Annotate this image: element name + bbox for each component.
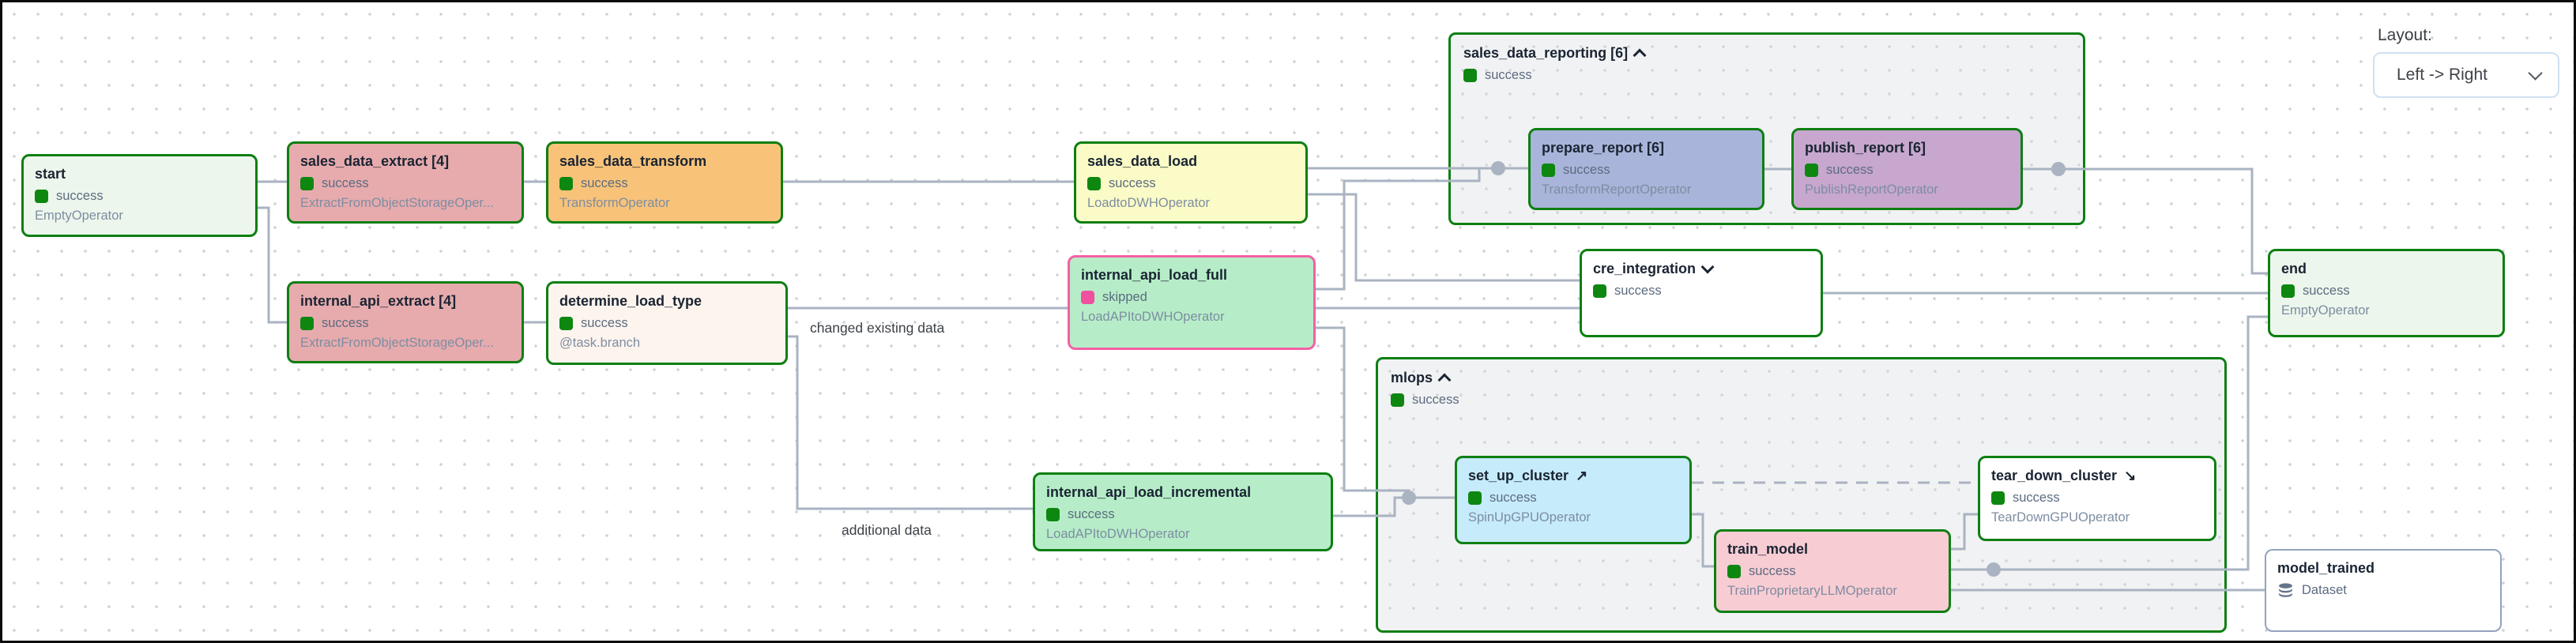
task-node-publish-report[interactable]: publish_report [6] success PublishReport… (1791, 128, 2023, 210)
status-label: success (1489, 490, 1537, 505)
task-title: publish_report [6] (1805, 140, 1926, 156)
operator-label: PublishReportOperator (1805, 182, 1938, 197)
edge-label-changed-existing-data: changed existing data (810, 320, 945, 336)
operator-label: TransformReportOperator (1542, 182, 1692, 197)
status-label: success (581, 315, 628, 330)
status-square-success (559, 176, 573, 190)
status-label: success (2013, 490, 2060, 505)
task-title: sales_data_load (1087, 153, 1198, 169)
status-square-success (1463, 68, 1477, 82)
task-title: prepare_report [6] (1542, 140, 1665, 156)
task-node-train-model[interactable]: train_model success TrainProprietaryLLMO… (1714, 529, 1951, 613)
operator-label: LoadtoDWHOperator (1087, 196, 1210, 211)
operator-label: TearDownGPUOperator (1991, 510, 2130, 525)
group-title: sales_data_reporting [6] (1463, 45, 1629, 61)
status-label: success (1485, 67, 1532, 82)
chevron-down-icon[interactable] (1700, 260, 1715, 274)
operator-label: @task.branch (559, 336, 641, 351)
layout-label: Layout: (2378, 26, 2432, 44)
layout-control: Layout: Left -> Right (2373, 26, 2559, 98)
task-node-internal-api-extract[interactable]: internal_api_extract [4] success Extract… (287, 281, 524, 363)
status-square-success (1805, 163, 1818, 177)
status-square-success (300, 176, 314, 190)
task-title: end (2281, 261, 2307, 276)
task-node-internal-api-load-full[interactable]: internal_api_load_full skipped LoadAPIto… (1068, 255, 1316, 350)
task-node-internal-api-load-incremental[interactable]: internal_api_load_incremental success Lo… (1033, 472, 1333, 551)
teardown-task-arrow-icon: ↘ (2124, 468, 2137, 483)
status-square-success (1468, 491, 1482, 505)
operator-label: EmptyOperator (35, 209, 123, 224)
status-label: success (1826, 162, 1874, 177)
edge-label-additional-data: additional data (842, 522, 932, 538)
chevron-down-icon (2528, 65, 2543, 81)
dataset-node-model-trained[interactable]: model_trained Dataset (2265, 549, 2502, 632)
status-square-skipped (1081, 290, 1094, 304)
dataset-title: model_trained (2277, 560, 2375, 576)
dataset-type-label: Dataset (2302, 582, 2347, 597)
status-label: success (322, 175, 369, 190)
task-node-prepare-report[interactable]: prepare_report [6] success TransformRepo… (1528, 128, 1764, 210)
task-title: internal_api_load_full (1081, 267, 1228, 283)
operator-label: LoadAPItoDWHOperator (1081, 310, 1225, 325)
status-label: success (1412, 392, 1459, 407)
task-title: start (35, 166, 66, 182)
task-title: tear_down_cluster (1991, 468, 2118, 483)
status-square-success (35, 189, 48, 203)
task-node-end[interactable]: end success EmptyOperator (2268, 249, 2505, 337)
setup-task-arrow-icon: ↗ (1576, 468, 1588, 483)
operator-label: ExtractFromObjectStorageOper... (300, 196, 494, 211)
group-title: mlops (1391, 370, 1433, 385)
task-title: sales_data_extract [4] (300, 153, 450, 169)
status-label: success (2303, 283, 2350, 298)
status-label: success (56, 188, 104, 203)
task-title: determine_load_type (559, 293, 702, 309)
status-label: success (1563, 162, 1610, 177)
status-square-success (1727, 564, 1741, 578)
operator-label: ExtractFromObjectStorageOper... (300, 336, 494, 351)
task-node-sales-data-extract[interactable]: sales_data_extract [4] success ExtractFr… (287, 141, 524, 224)
status-square-success (1991, 491, 2005, 505)
status-label: success (1749, 563, 1796, 578)
status-square-success (1542, 163, 1555, 177)
status-label: success (1109, 175, 1156, 190)
operator-label: TrainProprietaryLLMOperator (1727, 584, 1897, 599)
status-label: success (1614, 283, 1662, 298)
operator-label: EmptyOperator (2281, 303, 2370, 318)
layout-direction-dropdown[interactable]: Left -> Right (2373, 52, 2559, 98)
task-node-determine-load-type[interactable]: determine_load_type success @task.branch (546, 281, 788, 365)
operator-label: TransformOperator (559, 196, 670, 211)
task-title: set_up_cluster (1468, 468, 1569, 483)
task-title: train_model (1727, 541, 1809, 557)
task-title: cre_integration (1593, 261, 1697, 276)
status-square-success (2281, 284, 2295, 298)
status-square-success (1087, 176, 1101, 190)
task-node-tear-down-cluster[interactable]: tear_down_cluster ↘ success TearDownGPUOp… (1978, 456, 2216, 541)
status-square-success (1046, 507, 1060, 521)
chevron-up-icon[interactable] (1633, 48, 1647, 62)
status-square-success (559, 316, 573, 330)
task-group-node-cre-integration[interactable]: cre_integration success (1580, 249, 1823, 337)
status-label: success (1068, 506, 1115, 521)
task-node-set-up-cluster[interactable]: set_up_cluster ↗ success SpinUpGPUOperato… (1455, 456, 1692, 544)
task-title: sales_data_transform (559, 153, 707, 169)
task-title: internal_api_load_incremental (1046, 484, 1252, 500)
layout-direction-value: Left -> Right (2397, 66, 2487, 84)
status-label: success (322, 315, 369, 330)
chevron-up-icon[interactable] (1437, 373, 1452, 387)
status-square-success (1391, 393, 1404, 407)
status-label: skipped (1102, 289, 1147, 304)
task-node-sales-data-transform[interactable]: sales_data_transform success TransformOp… (546, 141, 783, 224)
operator-label: LoadAPItoDWHOperator (1046, 527, 1190, 542)
task-title: internal_api_extract [4] (300, 293, 457, 309)
status-label: success (581, 175, 628, 190)
dataset-icon (2277, 583, 2294, 598)
task-node-start[interactable]: start success EmptyOperator (21, 154, 258, 237)
status-square-success (1593, 284, 1606, 298)
status-square-success (300, 316, 314, 330)
operator-label: SpinUpGPUOperator (1468, 510, 1591, 525)
task-node-sales-data-load[interactable]: sales_data_load success LoadtoDWHOperato… (1074, 141, 1308, 224)
